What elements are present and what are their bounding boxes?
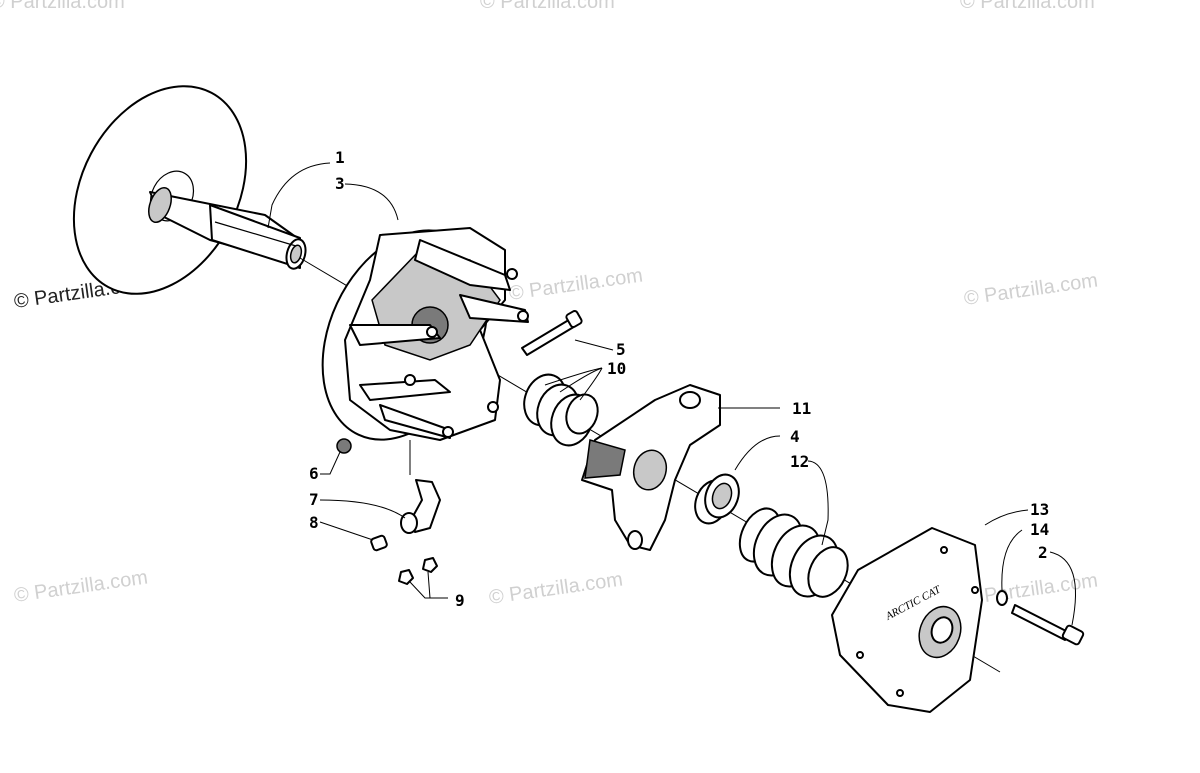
callout-14: 14 [1030, 520, 1049, 539]
callout-5: 5 [616, 340, 626, 359]
bushing-4 [694, 473, 740, 525]
leader-lines [267, 162, 1076, 626]
watermark: © Partzilla.com [480, 0, 615, 13]
callout-9: 9 [455, 591, 465, 610]
watermark: © Partzilla.com [963, 569, 1100, 610]
bolt-5 [521, 310, 583, 356]
watermark: © Partzilla.com [13, 566, 150, 607]
callout-4: 4 [790, 427, 800, 446]
callout-13: 13 [1030, 500, 1049, 519]
cover-13: ARCTIC CAT [831, 527, 983, 713]
screw-2 [1011, 604, 1085, 646]
callout-6: 6 [309, 464, 319, 483]
callout-numbers: 1 3 5 10 11 4 12 6 7 8 9 13 14 2 [309, 148, 1049, 610]
callout-11: 11 [792, 399, 811, 418]
watermark: © Partzilla.com [0, 0, 125, 13]
cam-arm-7 [400, 479, 441, 534]
washer-14 [996, 590, 1008, 606]
watermark: © Partzilla.com [960, 0, 1095, 13]
watermark: © Partzilla.com [488, 568, 625, 609]
roller-pin-8 [370, 534, 388, 552]
nuts-9 [398, 557, 438, 585]
movable-sheave [321, 227, 529, 441]
fixed-sheave [72, 85, 307, 295]
watermark: © Partzilla.com [963, 269, 1100, 310]
spring-12 [738, 507, 849, 598]
spring-10 [523, 373, 599, 447]
callout-7: 7 [309, 490, 319, 509]
callout-3: 3 [335, 174, 345, 193]
spider-11 [581, 384, 721, 551]
callout-8: 8 [309, 513, 319, 532]
callout-2: 2 [1038, 543, 1048, 562]
callout-10: 10 [607, 359, 626, 378]
callout-12: 12 [790, 452, 809, 471]
callout-1: 1 [335, 148, 345, 167]
nut-6 [336, 438, 352, 454]
watermark: © Partzilla.com [508, 264, 645, 305]
